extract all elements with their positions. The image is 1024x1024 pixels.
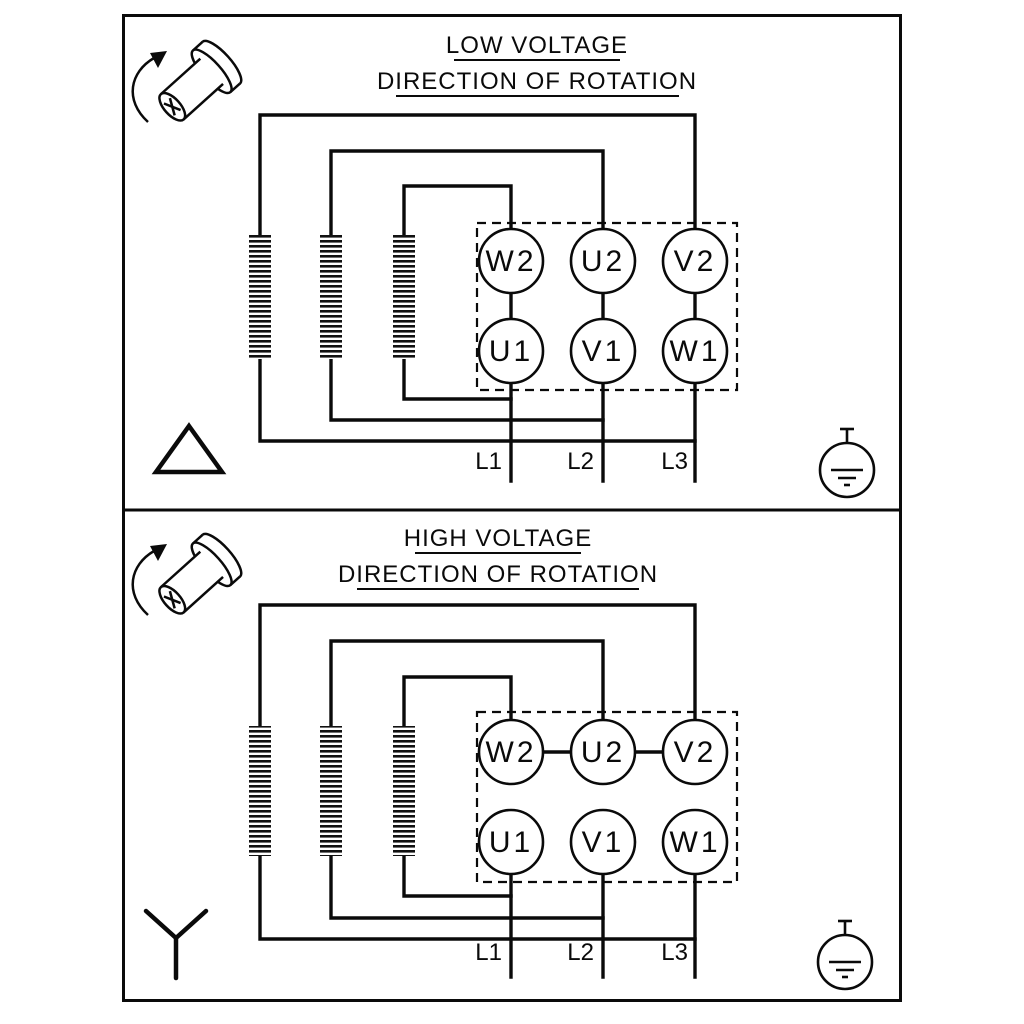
terminal-box [475, 710, 739, 884]
outer-border [122, 14, 902, 1002]
wire [258, 854, 697, 941]
rotation-arrow-icon [131, 549, 155, 616]
low-voltage-title: LOW VOLTAGE [446, 32, 628, 59]
terminal-label: W1 [670, 826, 721, 859]
terminal-v1: V1 [569, 317, 637, 385]
terminal-u2: U2 [569, 227, 637, 295]
wire [329, 854, 605, 920]
supply-label-l1: L1 [475, 939, 502, 966]
wire [402, 854, 513, 898]
terminal-v1: V1 [569, 808, 637, 876]
wire [258, 113, 697, 239]
wire [329, 639, 605, 729]
panel-high-voltage: HIGH VOLTAGE DIRECTION OF ROTATION [131, 525, 874, 991]
wire [402, 356, 513, 401]
terminal-label: U2 [581, 245, 625, 278]
supply-label-l1: L1 [475, 448, 502, 475]
ground-icon [816, 919, 874, 991]
supply-label-l2: L2 [567, 939, 594, 966]
winding-coil [249, 235, 271, 359]
terminal-v2: V2 [661, 718, 729, 786]
terminal-u2: U2 [569, 718, 637, 786]
winding-coil [393, 235, 415, 359]
rotation-arrow-icon [131, 56, 155, 123]
high-rotation-subtitle: DIRECTION OF ROTATION [338, 561, 658, 588]
wire [329, 149, 605, 239]
winding-coil [393, 726, 415, 856]
winding-coil [320, 235, 342, 359]
terminal-label: V1 [582, 826, 625, 859]
terminal-label: U2 [581, 736, 625, 769]
terminal-w2: W2 [477, 718, 545, 786]
shaft-rotation-icon [131, 39, 243, 123]
wire [402, 675, 513, 729]
wire [258, 603, 697, 729]
terminal-label: V2 [674, 736, 717, 769]
wire [402, 184, 513, 239]
rotation-arrowhead-icon [150, 544, 167, 561]
terminal-w1: W1 [661, 808, 729, 876]
supply-label-l3: L3 [661, 939, 688, 966]
terminal-label: U1 [489, 826, 533, 859]
shaft-rotation-icon [131, 532, 243, 616]
terminal-u1: U1 [477, 808, 545, 876]
delta-symbol-icon [151, 422, 227, 475]
supply-label-l3: L3 [661, 448, 688, 475]
high-voltage-wiring [258, 603, 697, 979]
terminal-label: U1 [489, 335, 533, 368]
winding-coil [320, 726, 342, 856]
rotation-arrowhead-icon [150, 51, 167, 68]
wire [258, 356, 697, 443]
terminal-label: V1 [582, 335, 625, 368]
low-voltage-wiring [258, 113, 697, 483]
terminal-box [475, 221, 739, 392]
terminal-label: W1 [670, 335, 721, 368]
ground-icon [818, 427, 876, 499]
star-symbol-icon [143, 908, 209, 981]
panel-low-voltage: LOW VOLTAGE DIRECTION OF ROTATION [131, 32, 876, 499]
terminal-v2: V2 [661, 227, 729, 295]
low-rotation-subtitle: DIRECTION OF ROTATION [377, 68, 697, 95]
terminal-w2: W2 [477, 227, 545, 295]
terminal-label: W2 [486, 245, 537, 278]
terminal-label: W2 [486, 736, 537, 769]
high-voltage-title: HIGH VOLTAGE [404, 525, 592, 552]
supply-label-l2: L2 [567, 448, 594, 475]
terminal-w1: W1 [661, 317, 729, 385]
terminal-u1: U1 [477, 317, 545, 385]
terminal-label: V2 [674, 245, 717, 278]
winding-coil [249, 726, 271, 856]
